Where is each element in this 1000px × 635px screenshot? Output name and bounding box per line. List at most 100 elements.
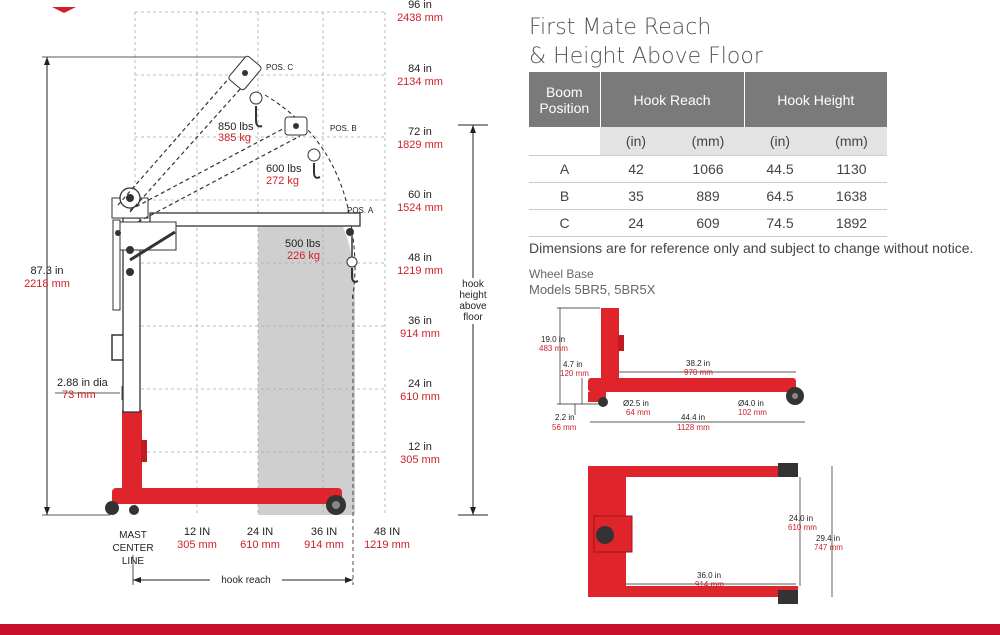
row-a-reach-in: 42 <box>600 155 672 183</box>
load-a-lbs: 500 lbs <box>285 238 321 250</box>
side-leg-in: 38.2 in <box>686 359 710 368</box>
reach-36-mm: 914 mm <box>304 539 344 551</box>
pos-a-label: POS. A <box>347 206 374 215</box>
table-row: C 24 609 74.5 1892 <box>529 209 887 237</box>
height-24-mm: 610 mm <box>400 391 440 403</box>
clearance-in: 2.2 in <box>555 413 575 422</box>
total-len-mm: 1128 mm <box>677 423 710 432</box>
wheel-base-models: Models 5BR5, 5BR5X <box>529 282 656 297</box>
height-12-in: 12 in <box>408 441 432 453</box>
disclaimer-note: Dimensions are for reference only and su… <box>529 240 974 256</box>
total-len-in: 44.4 in <box>681 413 705 422</box>
side-h2-mm: 120 mm <box>560 369 589 378</box>
top-len-in: 36.0 in <box>697 571 721 580</box>
row-a-reach-mm: 1066 <box>672 155 744 183</box>
height-84-in: 84 in <box>408 63 432 75</box>
reach-labels: 12 IN 305 mm 24 IN 610 mm 36 IN 914 mm 4… <box>177 526 410 551</box>
overall-height-in: 87.3 in <box>30 265 63 277</box>
caster-large-in: Ø4.0 in <box>738 399 764 408</box>
unit-height-in: (in) <box>744 127 816 156</box>
top-outer-mm: 747 mm <box>814 543 843 552</box>
unit-height-mm: (mm) <box>816 127 887 156</box>
hook-reach-label: hook reach <box>221 575 270 586</box>
height-72-in: 72 in <box>408 126 432 138</box>
reach-48-in: 48 IN <box>374 526 400 538</box>
logo-mark <box>52 0 76 13</box>
table-row: B 35 889 64.5 1638 <box>529 182 887 210</box>
hook-height-label-2: height <box>459 290 486 301</box>
page-title: First Mate Reach & Height Above Floor <box>529 13 763 71</box>
height-36-in: 36 in <box>408 315 432 327</box>
top-inner-mm: 610 mm <box>788 523 817 532</box>
hook-height-label-1: hook <box>462 279 485 290</box>
height-48-mm: 1219 mm <box>397 265 443 277</box>
row-c-height-in: 74.5 <box>744 209 816 237</box>
header-hook-height: Hook Height <box>744 72 887 127</box>
height-96-in: 96 in <box>408 0 432 11</box>
unit-reach-mm: (mm) <box>672 127 744 156</box>
height-12-mm: 305 mm <box>400 454 440 466</box>
mast-dia-in: 2.88 in dia <box>57 377 109 389</box>
row-a-height-in: 44.5 <box>744 155 816 183</box>
caster-small-mm: 64 mm <box>626 408 651 417</box>
height-24-in: 24 in <box>408 378 432 390</box>
side-h-mm: 483 mm <box>539 344 568 353</box>
side-h2-in: 4.7 in <box>563 360 583 369</box>
reach-48-mm: 1219 mm <box>364 539 410 551</box>
load-a-kg: 226 kg <box>287 250 320 262</box>
height-60-mm: 1524 mm <box>397 202 443 214</box>
row-b-reach-in: 35 <box>600 182 672 210</box>
mast-label-1: MAST <box>119 530 147 541</box>
load-c-kg: 385 kg <box>218 132 251 144</box>
load-b-kg: 272 kg <box>266 175 299 187</box>
row-b-height-in: 64.5 <box>744 182 816 210</box>
side-view <box>557 307 805 423</box>
header-hook-reach: Hook Reach <box>600 72 745 127</box>
table-units-row: (in) (mm) (in) (mm) <box>529 127 887 156</box>
row-c-pos: C <box>529 209 600 237</box>
row-a-pos: A <box>529 155 600 183</box>
height-labels: 96 in 2438 mm 84 in 2134 mm 72 in 1829 m… <box>397 0 443 466</box>
caster-small-in: Ø2.5 in <box>623 399 649 408</box>
side-leg-mm: 970 mm <box>684 368 713 377</box>
top-outer-in: 29.4 in <box>816 534 840 543</box>
reach-12-in: 12 IN <box>184 526 210 538</box>
top-view <box>588 463 833 604</box>
row-b-pos: B <box>529 182 600 210</box>
footer-bar <box>0 624 1000 635</box>
row-b-height-mm: 1638 <box>816 182 887 210</box>
crane <box>105 55 361 515</box>
clearance-mm: 56 mm <box>552 423 577 432</box>
load-b-lbs: 600 lbs <box>266 163 302 175</box>
row-b-reach-mm: 889 <box>672 182 744 210</box>
pos-b-label: POS. B <box>330 124 357 133</box>
wheel-base-label: Wheel Base <box>529 267 594 281</box>
row-c-reach-in: 24 <box>600 209 672 237</box>
spec-table: Boom Position Hook Reach Hook Height (in… <box>529 72 887 237</box>
overall-height-mm: 2218 mm <box>24 278 70 290</box>
units-blank <box>529 127 600 156</box>
reach-12-mm: 305 mm <box>177 539 217 551</box>
header-boom-position: Boom Position <box>529 72 601 127</box>
mast-label-2: CENTER <box>112 543 153 554</box>
height-60-in: 60 in <box>408 189 432 201</box>
wheel-base-heading: Wheel Base Models 5BR5, 5BR5X <box>529 267 655 297</box>
title-line-1: First Mate Reach <box>529 15 712 40</box>
reach-area <box>258 213 355 515</box>
title-line-2: & Height Above Floor <box>529 44 763 69</box>
height-72-mm: 1829 mm <box>397 139 443 151</box>
hook-height-label-3: above <box>459 301 487 312</box>
row-a-height-mm: 1130 <box>816 155 887 183</box>
load-c-lbs: 850 lbs <box>218 121 254 133</box>
reach-24-in: 24 IN <box>247 526 273 538</box>
mast-dia-mm: 73 mm <box>62 389 96 401</box>
hook-height-label-4: floor <box>463 312 483 323</box>
side-h-in: 19.0 in <box>541 335 565 344</box>
height-36-mm: 914 mm <box>400 328 440 340</box>
height-96-mm: 2438 mm <box>397 12 443 24</box>
height-48-in: 48 in <box>408 252 432 264</box>
top-len-mm: 914 mm <box>695 580 724 589</box>
pos-c-label: POS. C <box>266 63 293 72</box>
row-c-height-mm: 1892 <box>816 209 887 237</box>
